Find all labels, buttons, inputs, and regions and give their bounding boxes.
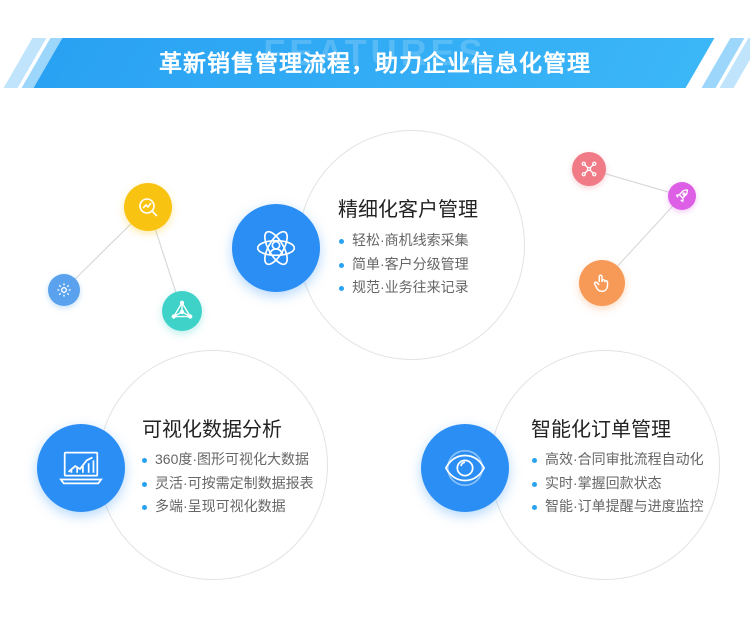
list-item: 智能·订单提醒与进度监控: [532, 495, 704, 519]
feature-order-list: 高效·合同审批流程自动化 实时·掌握回款状态 智能·订单提醒与进度监控: [532, 448, 704, 519]
list-item-text: 高效·合同审批流程自动化: [545, 451, 704, 467]
banner-title: 革新销售管理流程，助力企业信息化管理: [159, 50, 591, 76]
laptop-chart-icon: [37, 424, 125, 512]
list-item: 简单·客户分级管理: [339, 253, 469, 277]
bullet-dot: [142, 458, 147, 463]
list-item-text: 多端·呈现可视化数据: [155, 498, 286, 514]
atom-user-icon: [232, 204, 320, 292]
feature-order-title: 智能化订单管理: [531, 419, 671, 441]
rocket-icon: [668, 182, 696, 210]
list-item-text: 灵活·可按需定制数据报表: [155, 474, 314, 491]
list-item-text: 360度·图形可视化大数据: [155, 451, 310, 467]
bullet-dot: [339, 262, 344, 268]
list-item: 实时·掌握回款状态: [532, 472, 704, 496]
share-nodes-icon: [572, 152, 606, 186]
feature-analytics-ring: [98, 350, 328, 580]
list-item-text: 规范·业务往来记录: [352, 279, 469, 295]
hand-pointer-icon: [579, 260, 625, 306]
list-item: 规范·业务往来记录: [339, 276, 469, 300]
list-item: 高效·合同审批流程自动化: [532, 448, 704, 472]
bullet-dot: [142, 505, 147, 510]
list-item-text: 简单·客户分级管理: [352, 255, 469, 272]
list-item-text: 轻松·商机线索采集: [352, 232, 469, 248]
list-item-text: 智能·订单提醒与进度监控: [545, 498, 704, 514]
bullet-dot: [142, 481, 147, 487]
list-item: 轻松·商机线索采集: [339, 229, 469, 253]
network-icon: [162, 291, 202, 331]
section-banner: FEATURES 革新销售管理流程，助力企业信息化管理: [0, 32, 750, 88]
list-item-text: 实时·掌握回款状态: [545, 474, 662, 491]
eye-icon: [421, 424, 509, 512]
gear-icon: [48, 274, 80, 306]
feature-order-ring: [490, 350, 720, 580]
feature-analytics-title: 可视化数据分析: [142, 419, 282, 441]
search-chart-icon: [124, 183, 172, 231]
bullet-dot: [532, 481, 537, 487]
feature-customer-title: 精细化客户管理: [338, 199, 478, 221]
feature-customer-ring: [298, 130, 525, 360]
feature-customer-list: 轻松·商机线索采集 简单·客户分级管理 规范·业务往来记录: [339, 229, 469, 300]
bullet-dot: [339, 239, 344, 244]
feature-analytics-list: 360度·图形可视化大数据 灵活·可按需定制数据报表 多端·呈现可视化数据: [142, 448, 314, 519]
bullet-dot: [339, 286, 344, 291]
bullet-dot: [532, 505, 537, 510]
banner-watermark: FEATURES: [263, 32, 487, 73]
list-item: 360度·图形可视化大数据: [142, 448, 314, 472]
list-item: 多端·呈现可视化数据: [142, 495, 314, 519]
bullet-dot: [532, 458, 537, 463]
list-item: 灵活·可按需定制数据报表: [142, 472, 314, 496]
